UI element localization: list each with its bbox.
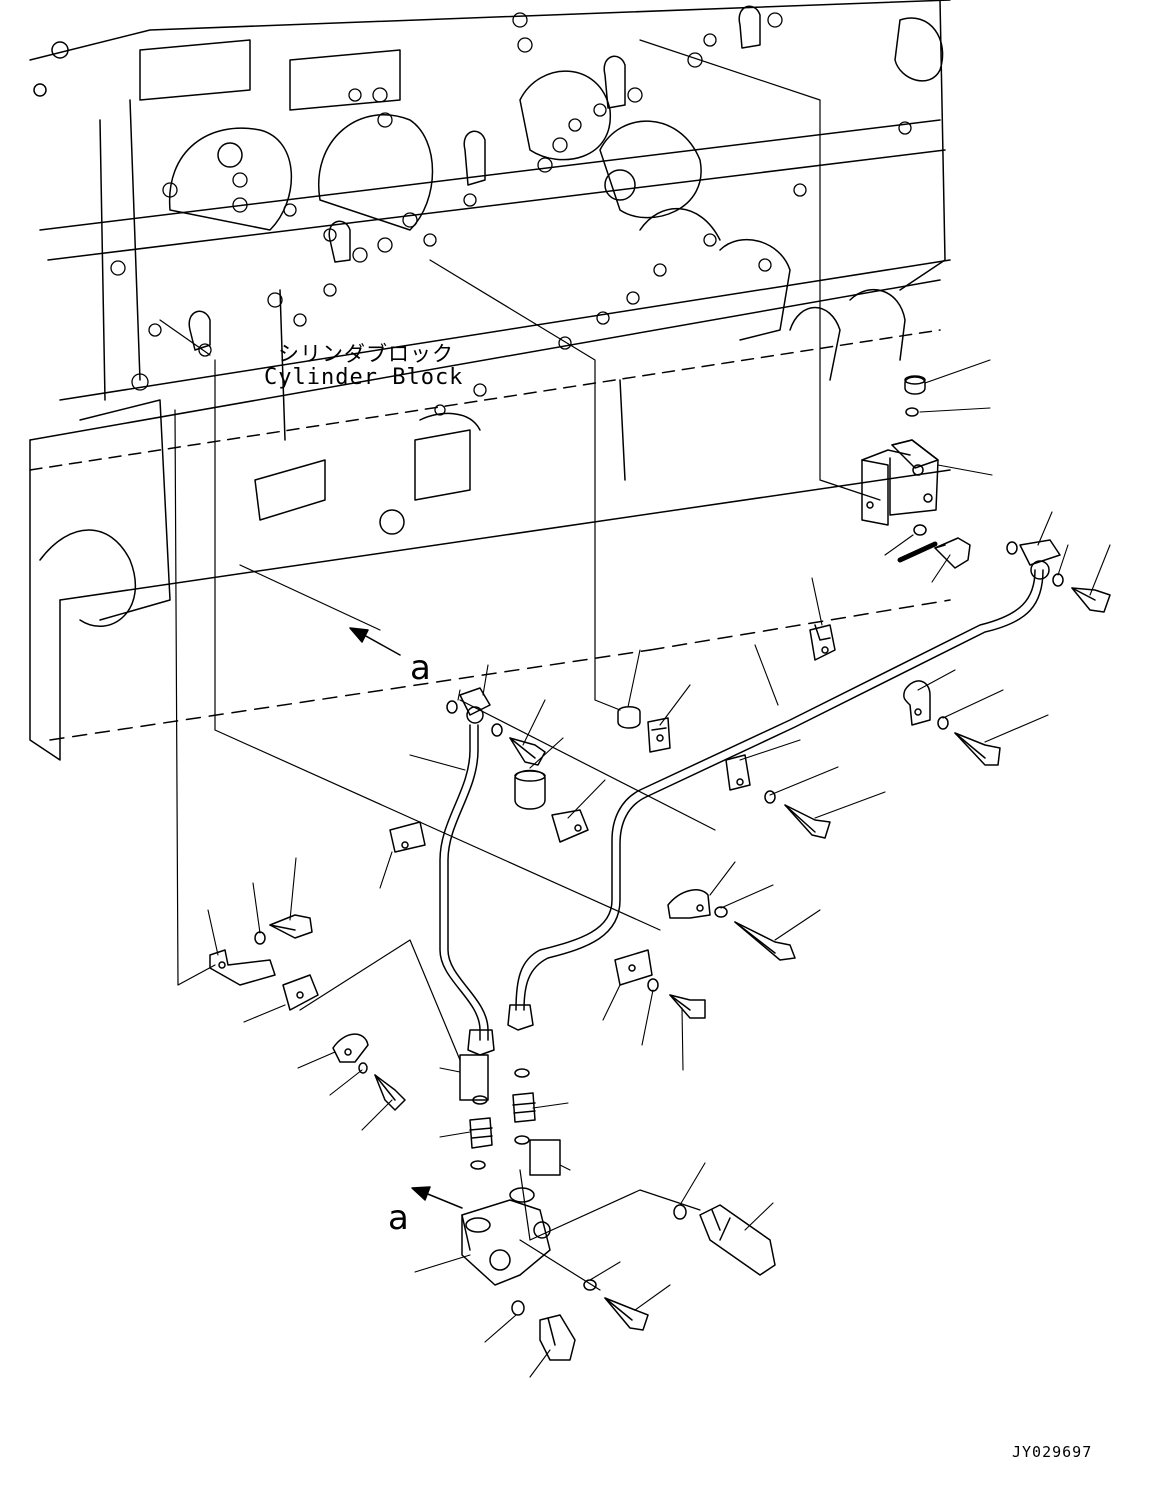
view-arrow-1 <box>349 627 401 656</box>
collar <box>514 769 546 810</box>
washer <box>937 716 949 730</box>
pipe-left <box>439 724 489 1041</box>
bolt <box>604 1297 649 1331</box>
switch-sensor <box>539 1314 576 1361</box>
union-connector <box>512 1092 536 1123</box>
clamp <box>332 1033 369 1063</box>
washer <box>764 790 776 804</box>
view-arrow-2 <box>411 1186 463 1209</box>
block-label-japanese: シリンダブロック <box>278 342 454 366</box>
o-ring <box>511 1300 525 1316</box>
washer <box>913 524 927 536</box>
bolt <box>669 994 706 1019</box>
clip <box>614 949 653 986</box>
callout-bracket <box>459 1054 489 1101</box>
pipe-nut <box>467 1029 495 1056</box>
washer <box>1052 573 1064 587</box>
clip <box>809 624 836 661</box>
bolt <box>509 737 546 766</box>
bolt <box>784 804 831 839</box>
bracket-plug-bolt <box>904 375 926 395</box>
washer <box>358 1062 368 1074</box>
clamp <box>667 889 711 919</box>
union-connector <box>469 1117 493 1149</box>
washer <box>583 1279 597 1291</box>
distribution-block <box>461 1187 551 1286</box>
bolt <box>734 921 796 961</box>
clamp <box>903 680 931 726</box>
drawing-code: JY029697 <box>1012 1443 1093 1461</box>
clip <box>389 821 426 853</box>
cylinder-block-outline <box>29 0 951 761</box>
pipe-nut <box>507 1004 534 1031</box>
washer <box>714 906 728 918</box>
callout-leaders <box>207 359 1111 1378</box>
o-ring <box>470 1160 486 1170</box>
bolt <box>954 732 1001 766</box>
o-ring <box>514 1135 530 1145</box>
clip <box>647 717 671 753</box>
bolt <box>269 914 313 939</box>
washer <box>647 978 659 992</box>
pipe-right <box>515 569 1044 1011</box>
clip <box>551 809 589 843</box>
leader-lines <box>159 39 881 1291</box>
washer <box>254 931 266 945</box>
spacer <box>617 706 641 729</box>
o-ring <box>673 1204 687 1220</box>
view-ref-label-2: a <box>388 1198 409 1238</box>
mounting-bracket-block <box>861 439 939 526</box>
seal-washer <box>905 407 919 417</box>
pressure-sensor <box>699 1204 776 1276</box>
o-ring <box>514 1068 530 1078</box>
pipe-eye-fitting <box>1019 539 1061 580</box>
bolt <box>374 1074 406 1111</box>
bolt <box>1071 587 1111 613</box>
washer <box>1006 541 1018 555</box>
clip <box>282 974 319 1011</box>
pipe-eye-fitting <box>459 687 491 724</box>
washer <box>446 700 458 714</box>
clamp <box>725 754 751 791</box>
bolt <box>897 537 971 569</box>
block-label-english: Cylinder Block <box>264 365 464 390</box>
washer <box>491 723 503 737</box>
callout-bracket <box>529 1139 561 1176</box>
view-ref-label-1: a <box>410 648 431 688</box>
bracket <box>209 949 276 986</box>
